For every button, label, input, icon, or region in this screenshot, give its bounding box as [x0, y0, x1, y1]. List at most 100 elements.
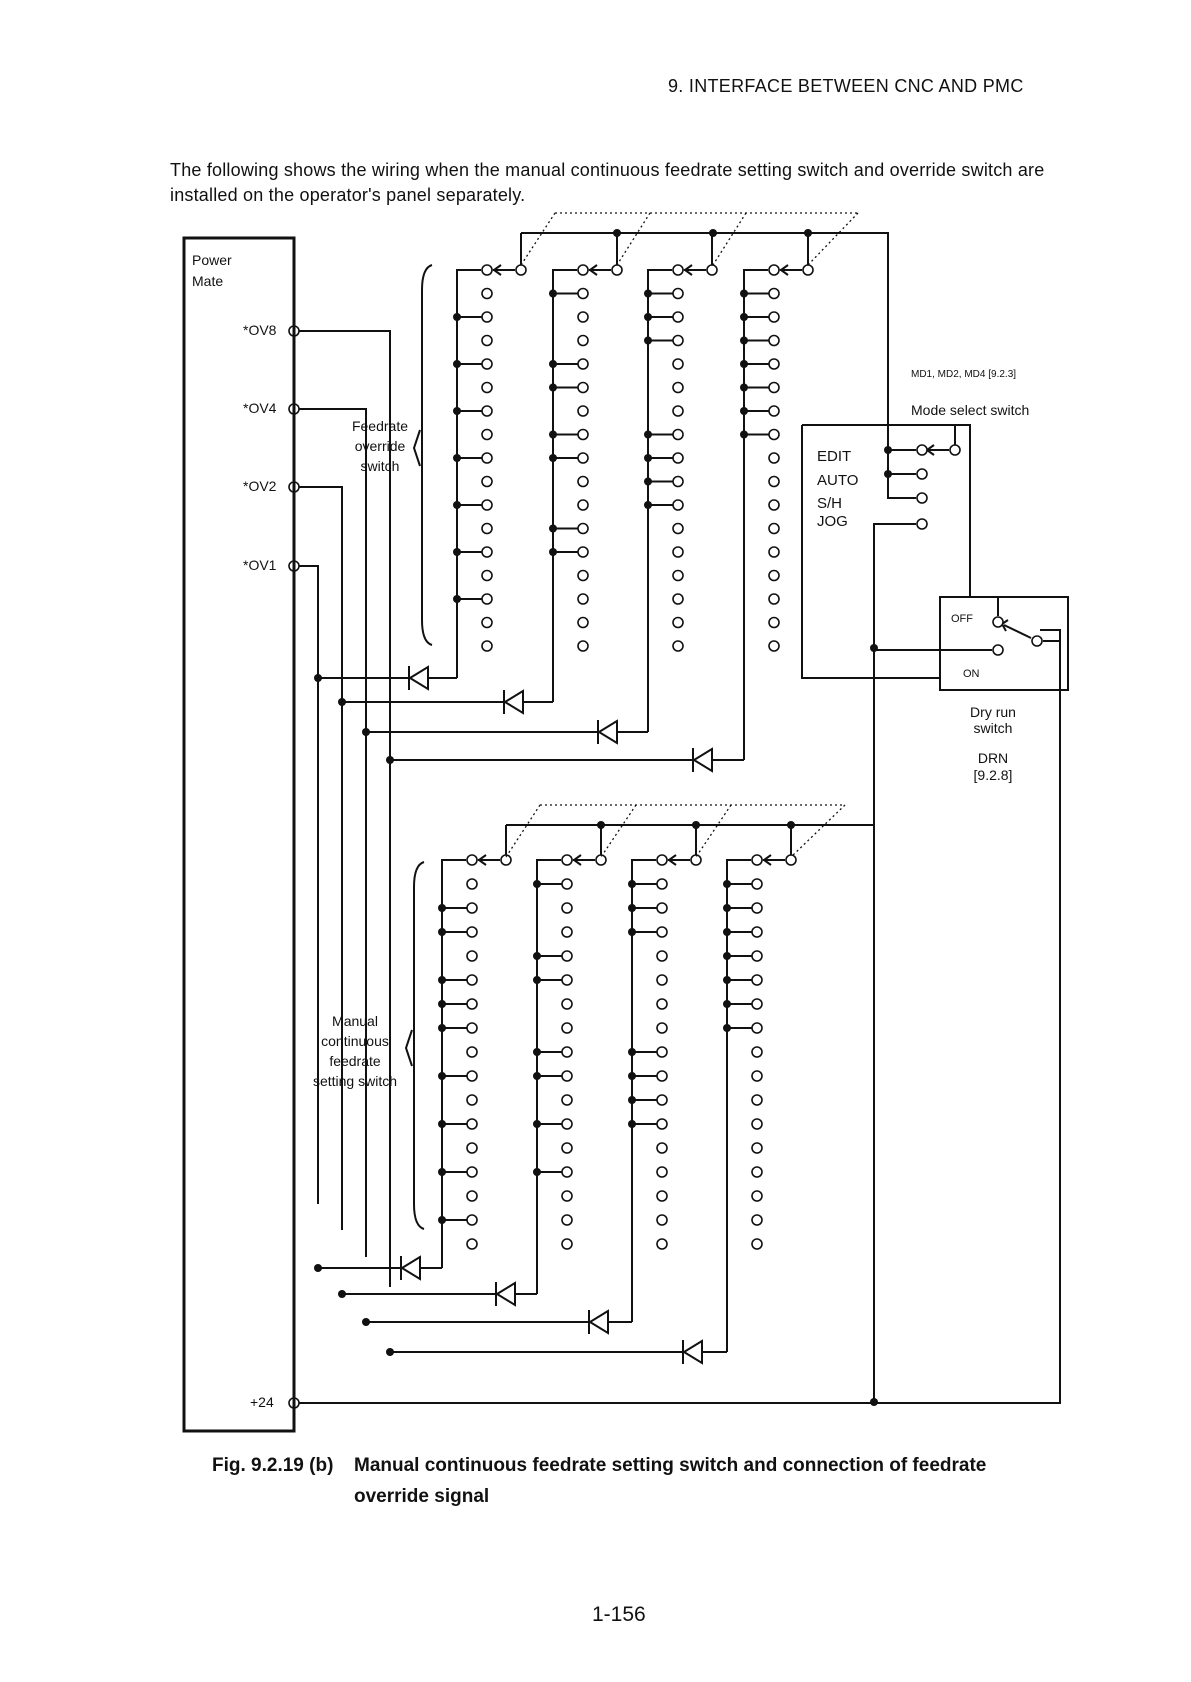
contact-terminal [768, 475, 780, 488]
column-common [552, 269, 577, 702]
junction-dot [740, 289, 748, 298]
junction-dot [884, 470, 892, 478]
contact-terminal [768, 311, 780, 323]
contact-terminal [672, 264, 684, 276]
contact-terminal [656, 1166, 668, 1178]
contact-terminal [768, 381, 780, 394]
junction-dot [438, 1216, 446, 1224]
contact-terminal [656, 974, 668, 986]
mode-box [801, 425, 940, 679]
dry-run-rotor [1003, 624, 1032, 639]
diode [408, 665, 429, 691]
contact-terminal [656, 950, 668, 962]
contact-terminal [672, 546, 684, 558]
linkage-dotted [790, 804, 846, 858]
column-common [631, 859, 656, 1322]
contact-terminal [561, 974, 573, 986]
contact-terminal [656, 1118, 668, 1130]
contact-terminal [706, 264, 718, 276]
junction-dot [386, 1348, 394, 1356]
contact-terminal [611, 264, 623, 276]
contact-terminal [577, 428, 589, 441]
junction-dot [740, 360, 748, 368]
contact-terminal [751, 1214, 763, 1226]
contact-terminal [515, 264, 527, 276]
contact-terminal [561, 950, 573, 962]
junction-dot [453, 501, 461, 509]
rotor-arrowhead [683, 264, 693, 276]
contact-terminal [561, 1166, 573, 1178]
column-common [441, 859, 466, 1268]
junction-dot [804, 229, 812, 237]
junction-dot [338, 1290, 346, 1298]
contact-terminal [916, 518, 928, 530]
contact-terminal [785, 854, 797, 866]
contact-terminal [656, 1142, 668, 1154]
column-common [647, 269, 672, 732]
contact-terminal [768, 334, 780, 347]
contact-terminal [481, 428, 493, 441]
contact-terminal [992, 616, 1004, 628]
contact-terminal [466, 1142, 478, 1154]
switch-contacts [288, 264, 1043, 1409]
contact-terminal [481, 358, 493, 370]
manual-label-3: feedrate [329, 1053, 381, 1069]
column-common [456, 269, 481, 678]
contact-terminal [466, 902, 478, 914]
contact-terminal [481, 381, 493, 394]
contact-terminal [672, 640, 684, 652]
contact-terminal [466, 878, 478, 890]
junction-dot [597, 821, 605, 829]
contact-terminal [751, 1238, 763, 1250]
mode-switch-ref: MD1, MD2, MD4 [9.2.3] [911, 369, 1016, 380]
contact-terminal [768, 428, 780, 441]
contact-terminal [481, 287, 493, 300]
contact-terminal [577, 616, 589, 629]
mode-jog-label: JOG [817, 513, 848, 530]
contact-terminal [768, 569, 780, 582]
junction-dot [438, 976, 446, 984]
contact-terminal [672, 381, 684, 394]
junction-dot [644, 501, 652, 509]
contact-terminal [577, 546, 589, 558]
terminal-ov2-label: *OV2 [243, 478, 277, 494]
dry-run-off-label: OFF [951, 613, 973, 625]
column-common [726, 859, 751, 1352]
contact-terminal [768, 522, 780, 535]
linkage-dotted [712, 212, 747, 266]
junction-dot [533, 1048, 541, 1056]
contact-terminal [656, 1214, 668, 1226]
diode [588, 1309, 609, 1335]
contact-terminal [751, 1166, 763, 1178]
contact-terminal [561, 1022, 573, 1034]
contact-terminal [577, 522, 589, 535]
contact-terminal [656, 1046, 668, 1058]
linkage-bar [521, 232, 889, 450]
linkage-dotted [600, 804, 637, 858]
contact-terminal [672, 522, 684, 535]
contact-terminal [466, 1166, 478, 1178]
contact-terminal [561, 1238, 573, 1250]
junction-dot [453, 595, 461, 603]
contact-terminal [672, 287, 684, 300]
junction-dot [549, 524, 557, 533]
override-label-2: override [355, 438, 406, 454]
junction-dot [549, 360, 557, 368]
contact-terminal [577, 358, 589, 370]
contact-terminal [561, 1118, 573, 1130]
contact-terminal [751, 1046, 763, 1058]
wire [299, 330, 391, 1287]
power-mate-label-1: Power [192, 252, 232, 268]
junction-dot [438, 1072, 446, 1080]
contact-terminal [751, 1118, 763, 1130]
caption-line-1: Manual continuous feedrate setting switc… [354, 1455, 987, 1476]
terminal-plus24-label: +24 [250, 1394, 274, 1410]
contact-terminal [466, 1022, 478, 1034]
contact-terminal [768, 616, 780, 629]
bracket-notch [404, 1029, 413, 1067]
junction-dot [723, 904, 731, 912]
terminal-ov4-label: *OV4 [243, 400, 277, 416]
contact-terminal [577, 381, 589, 394]
override-bracket [421, 264, 433, 646]
